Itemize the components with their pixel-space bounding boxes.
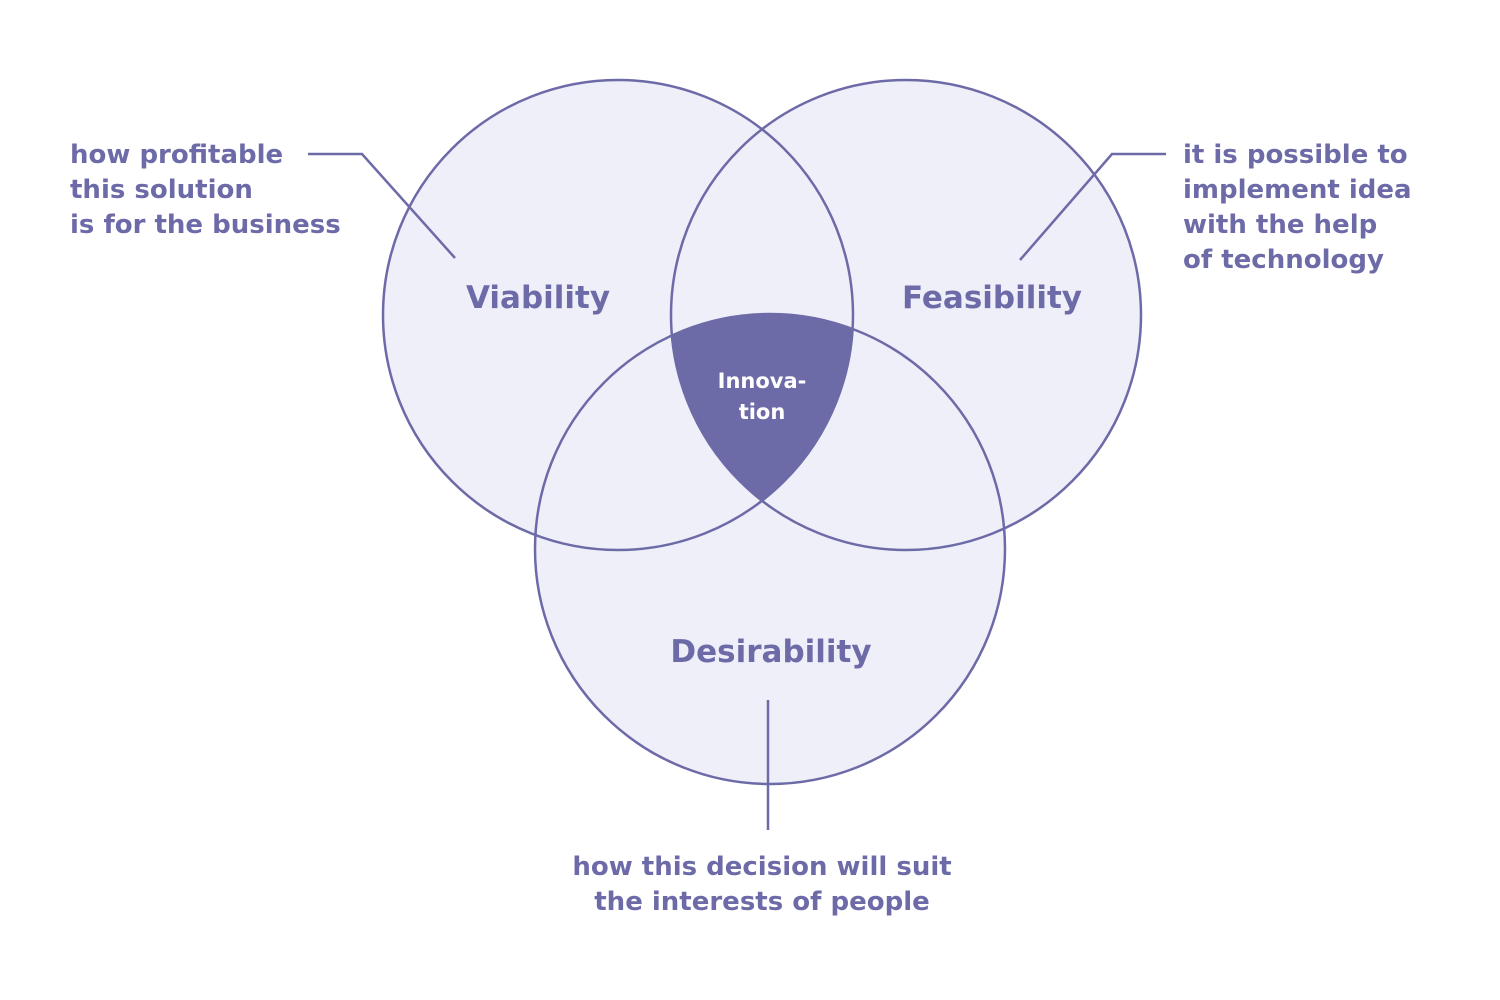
annotation-line: is for the business (70, 210, 341, 240)
circle-desirability-outline (533, 312, 1007, 786)
label-innovation-line1: Innova- (718, 369, 807, 393)
label-feasibility: Feasibility (902, 280, 1082, 316)
desirability-annotation: how this decision will suit the interest… (560, 850, 964, 920)
label-viability: Viability (466, 280, 610, 316)
annotation-line: how this decision will suit (572, 852, 952, 882)
annotation-line: the interests of people (594, 887, 930, 917)
annotation-line: of technology (1183, 245, 1384, 275)
annotation-line: how profitable (70, 140, 284, 170)
annotation-line: this solution (70, 175, 253, 205)
circle-feasibility-outline (669, 78, 1143, 552)
feasibility-annotation: it is possible to implement idea with th… (1183, 138, 1412, 278)
viability-connector (308, 152, 456, 259)
label-desirability: Desirability (670, 634, 871, 670)
circle-desirability (535, 314, 1005, 784)
circle-viability-outline (381, 78, 855, 552)
annotation-line: it is possible to (1183, 140, 1408, 170)
annotation-line: implement idea (1183, 175, 1412, 205)
annotation-line: with the help (1183, 210, 1378, 240)
label-innovation-line2: tion (739, 400, 786, 424)
viability-annotation: how profitable this solution is for the … (70, 138, 341, 243)
feasibility-connector (1019, 152, 1166, 261)
